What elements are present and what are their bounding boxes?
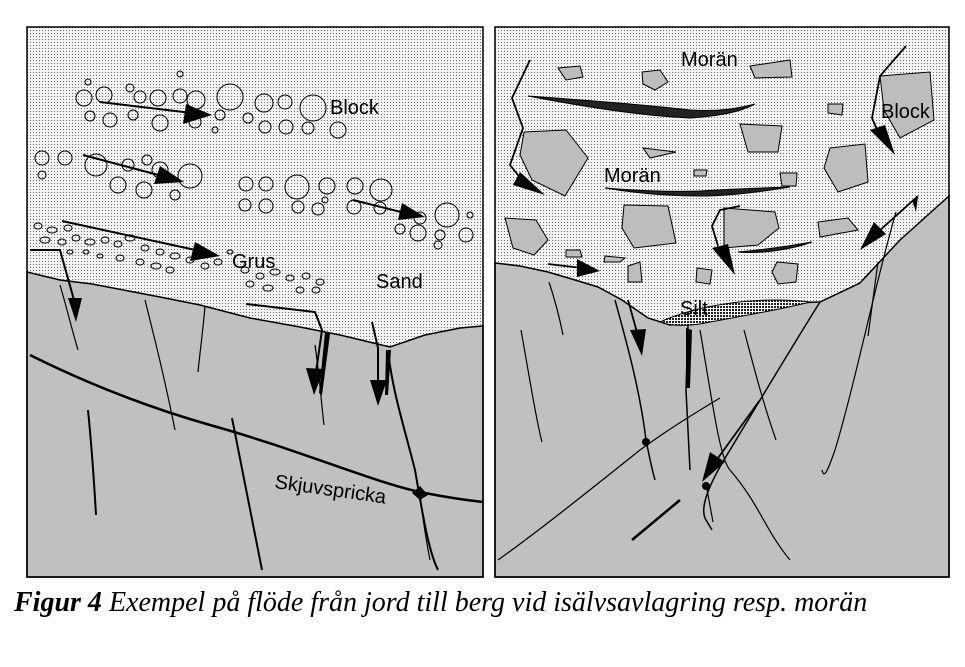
right-lenses — [527, 95, 813, 253]
label-sand: Sand — [376, 271, 423, 293]
label-block-left: Block — [330, 97, 380, 119]
right-dark-fracture — [686, 328, 692, 388]
label-moran-mid: Morän — [604, 165, 661, 187]
left-dark-fracture-2 — [385, 350, 391, 395]
right-fracture-node — [642, 438, 650, 446]
right-silt-lens — [658, 299, 811, 326]
label-silt: Silt — [680, 298, 708, 320]
left-fracture-node — [412, 486, 428, 500]
left-panel: Block Grus Sand Skjuvspricka — [26, 26, 484, 578]
left-flow-arrows — [30, 101, 406, 385]
figure-caption: Figur 4 Exempel på flöde från jord till … — [14, 588, 952, 618]
figure-diagram: Block Grus Sand Skjuvspricka — [26, 26, 950, 578]
left-arrowheads — [68, 104, 425, 406]
right-panel-frame — [494, 26, 950, 578]
left-panel-frame — [26, 26, 484, 578]
right-arrowheads — [513, 125, 895, 482]
figure-label: Figur 4 — [14, 587, 102, 618]
right-fracture-node-2 — [702, 482, 710, 490]
left-sand-grains — [33, 222, 325, 294]
label-moran-top: Morän — [681, 49, 738, 71]
right-panel: Morän Morän Block Silt — [494, 26, 950, 578]
caption-text: Exempel på flöde från jord till berg vid… — [108, 587, 868, 618]
right-boulders — [504, 59, 935, 285]
label-grus: Grus — [232, 251, 275, 273]
right-arrow-tip — [912, 196, 918, 212]
label-block-right: Block — [881, 101, 931, 123]
left-dark-fracture — [319, 332, 330, 395]
right-fractures — [497, 211, 897, 561]
